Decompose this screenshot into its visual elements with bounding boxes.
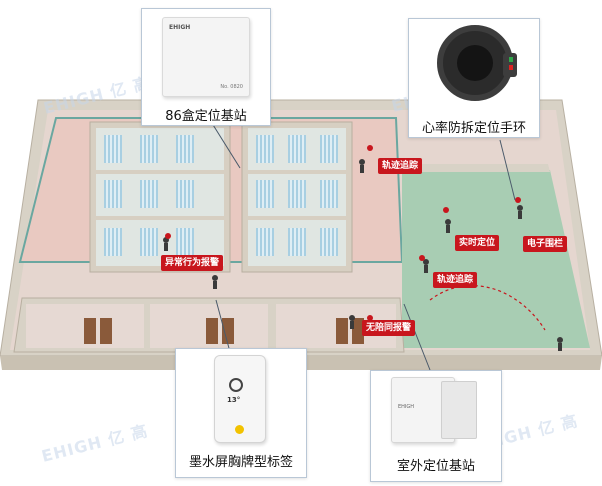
- badge-temperature: 13°: [227, 396, 241, 404]
- badge-callout: 13° 墨水屏胸牌型标签: [175, 348, 307, 478]
- outdoor-station-label: 室外定位基站: [396, 459, 475, 474]
- outdoor-station-callout: EHIGH 室外定位基站: [370, 370, 502, 482]
- yard-wall-top: [402, 164, 550, 172]
- tag-abnormal-behavior: 异常行为报警: [161, 255, 224, 271]
- person-markers: [163, 159, 563, 351]
- beds-left: [104, 135, 194, 256]
- yard-dashed-track: [429, 285, 546, 331]
- station86-label: 86盒定位基站: [165, 109, 247, 124]
- sun-icon: [229, 378, 243, 392]
- leader-lines: [209, 119, 516, 371]
- badge-button: [235, 425, 244, 434]
- wristband-callout: 心率防拆定位手环: [408, 18, 540, 138]
- badge-label: 墨水屏胸牌型标签: [188, 455, 293, 470]
- station86-brand: EHIGH: [169, 24, 191, 31]
- tag-track-indoor: 轨迹追踪: [378, 158, 423, 174]
- tag-electronic-fence: 电子围栏: [523, 236, 568, 252]
- wristband-label: 心率防拆定位手环: [421, 121, 526, 136]
- yard-floor: [402, 170, 590, 348]
- tag-unattended-alarm: 无陪同报警: [362, 320, 416, 336]
- tag-realtime-location: 实时定位: [455, 235, 500, 251]
- station86-callout: EHIGH No. 0820 86盒定位基站: [141, 8, 271, 126]
- outdoor-station-brand: EHIGH: [398, 404, 415, 410]
- bottom-rooms: [13, 297, 405, 353]
- wristband-device: [437, 25, 517, 101]
- station86-device: EHIGH No. 0820: [162, 17, 250, 97]
- tag-track-outdoor: 轨迹追踪: [433, 272, 478, 288]
- outdoor-station-bracket: [441, 381, 477, 439]
- location-pins: [165, 145, 521, 321]
- station86-serial: No. 0820: [220, 84, 243, 90]
- badge-device: 13°: [214, 355, 266, 443]
- beds-right: [256, 135, 338, 256]
